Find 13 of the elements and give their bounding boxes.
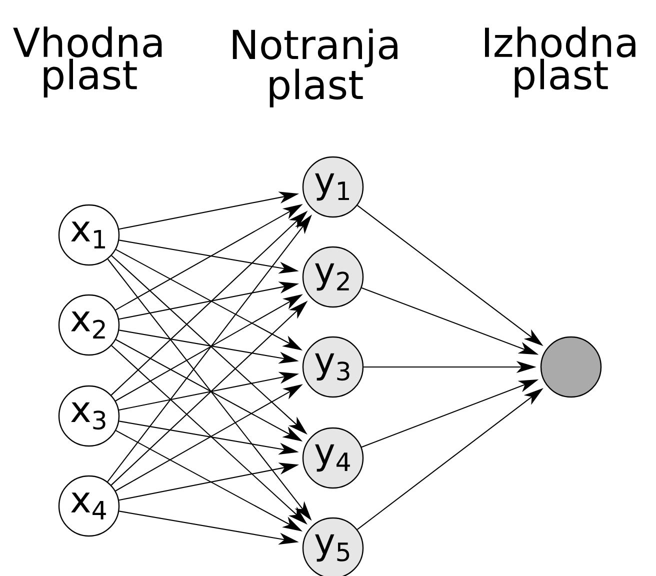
input-neuron: x$_{3}$ (58, 385, 120, 447)
hidden-neuron: y$_{2}$ (302, 246, 364, 308)
hidden-neuron: y$_{1}$ (302, 156, 364, 218)
hidden-neuron: y$_{4}$ (302, 427, 364, 489)
input-neuron: x$_{2}$ (58, 294, 120, 356)
output-neuron (540, 336, 602, 398)
hidden-neuron: y$_{5}$ (302, 517, 364, 576)
layer-title: Notranja plast (232, 28, 398, 108)
layer-title: Vhodna plast (13, 26, 162, 98)
hidden-neuron: y$_{3}$ (302, 336, 364, 398)
input-neuron: x$_{1}$ (58, 204, 120, 266)
layer-title: Izhodna plast (485, 26, 636, 98)
input-neuron: x$_{4}$ (58, 475, 120, 537)
